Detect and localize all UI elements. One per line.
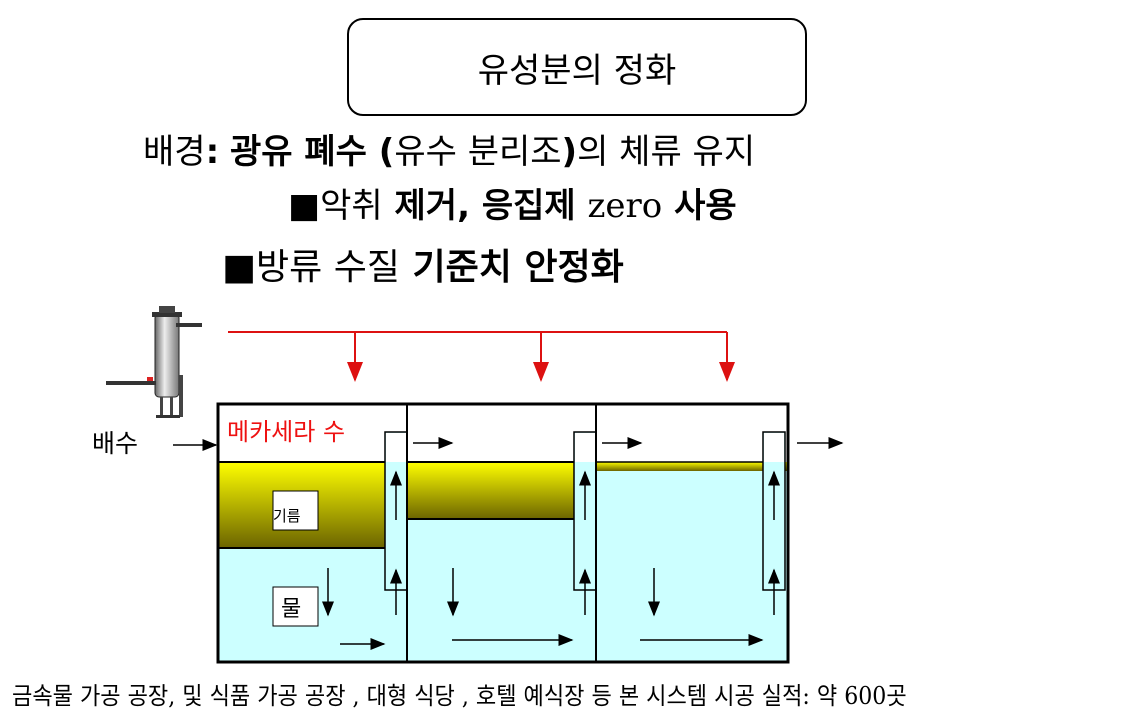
bullet-1: ■악취 제거, 응집제 zero 사용 [288, 178, 737, 227]
water-label: 물 [281, 597, 301, 622]
bullet-text: 악취 [320, 186, 383, 226]
tank-outline [216, 402, 790, 664]
inlet-label: 배수 [92, 429, 138, 458]
footer-text: 금속물 가공 공장, 및 식품 가공 공장 , 대형 식당 , 호텔 예식장 등… [12, 682, 907, 710]
bullet-bold-text: 제거, 응집제 [382, 186, 588, 226]
background-normal-text: 유수 분리조 [394, 132, 562, 172]
mekacera-device-icon [106, 306, 202, 418]
background-bold-text: 광유 폐수 ( [229, 132, 395, 172]
colon: : [205, 132, 220, 172]
bullet-bold-end: 사용 [662, 186, 737, 226]
bullet-zero: zero [587, 186, 663, 226]
bullet-marker: ■ [222, 247, 257, 288]
oil-label-box [272, 490, 319, 531]
tank-label: 메카세라 수 [227, 418, 345, 446]
slide-title: 유성분의 정화 [477, 50, 677, 91]
title-box: 유성분의 정화 [347, 18, 807, 116]
bullet-text: 방류 수질 [256, 247, 400, 288]
water-label-box [272, 586, 319, 627]
background-bold-close: ) [561, 132, 578, 172]
bullet-bold-text: 기준치 안정화 [399, 247, 624, 288]
tank-3 [596, 461, 788, 662]
tank-2 [407, 461, 596, 662]
flow-arrows [173, 437, 844, 650]
background-prefix: 배경 [143, 132, 206, 172]
background-rest-text: 의 체류 유지 [577, 132, 756, 172]
bullet-marker: ■ [288, 186, 321, 226]
bullet-2: ■방류 수질 기준치 안정화 [222, 238, 624, 290]
injection-line [228, 331, 735, 382]
oil-label: 기름 [273, 507, 301, 525]
background-line: 배경: 광유 폐수 (유수 분리조)의 체류 유지 [143, 124, 755, 173]
